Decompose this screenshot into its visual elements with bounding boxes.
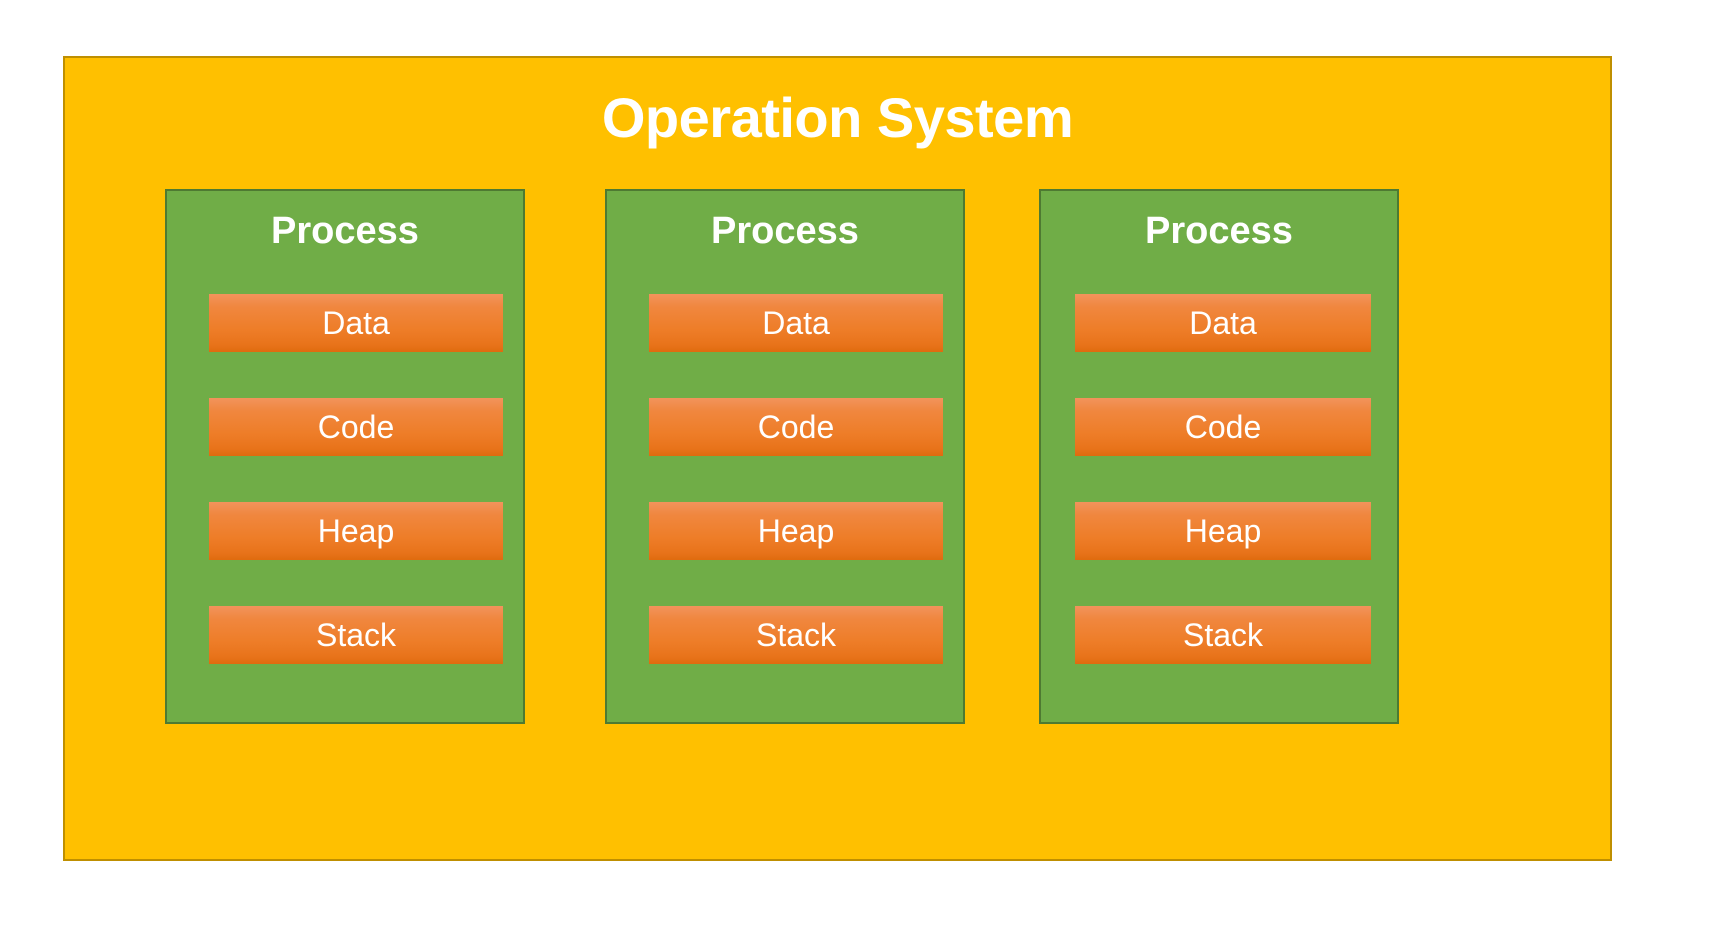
segment-code-1[interactable]: Code: [209, 398, 503, 456]
segment-label: Heap: [317, 513, 395, 549]
segment-label: Stack: [755, 617, 837, 653]
process-title-3: Process: [1145, 210, 1293, 252]
segment-heap-3[interactable]: Heap: [1075, 502, 1371, 560]
segment-label: Data: [322, 305, 390, 341]
segment-label: Stack: [1182, 617, 1264, 653]
segment-stack-1[interactable]: Stack: [209, 606, 503, 664]
segment-label: Data: [1189, 305, 1257, 341]
segment-label: Code: [757, 409, 835, 445]
segment-code-3[interactable]: Code: [1075, 398, 1371, 456]
segment-heap-1[interactable]: Heap: [209, 502, 503, 560]
segment-code-2[interactable]: Code: [649, 398, 943, 456]
operating-system-container: Operation System Process Data Code Heap …: [63, 56, 1612, 861]
segment-heap-2[interactable]: Heap: [649, 502, 943, 560]
process-box-1[interactable]: Process Data Code Heap Stack: [165, 189, 525, 724]
process-box-3[interactable]: Process Data Code Heap Stack: [1039, 189, 1399, 724]
segment-label: Data: [762, 305, 830, 341]
segment-data-1[interactable]: Data: [209, 294, 503, 352]
process-row: Process Data Code Heap Stack Process: [65, 58, 1610, 859]
segment-label: Heap: [1184, 513, 1262, 549]
process-title-1: Process: [271, 210, 419, 252]
segment-data-3[interactable]: Data: [1075, 294, 1371, 352]
segment-stack-3[interactable]: Stack: [1075, 606, 1371, 664]
segment-label: Code: [1184, 409, 1262, 445]
operating-system-title: Operation System: [601, 86, 1074, 149]
segment-data-2[interactable]: Data: [649, 294, 943, 352]
process-box-2[interactable]: Process Data Code Heap Stack: [605, 189, 965, 724]
segment-stack-2[interactable]: Stack: [649, 606, 943, 664]
segment-label: Code: [317, 409, 395, 445]
segment-label: Heap: [757, 513, 835, 549]
segment-label: Stack: [315, 617, 397, 653]
process-title-2: Process: [711, 210, 859, 252]
